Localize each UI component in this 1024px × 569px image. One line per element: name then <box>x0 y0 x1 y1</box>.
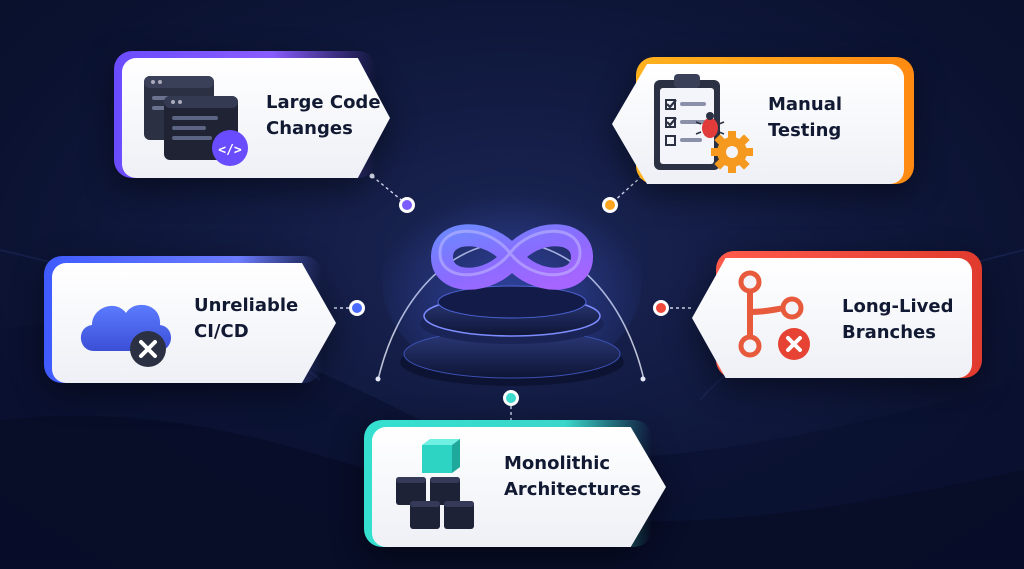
svg-text:</>: </> <box>218 143 242 158</box>
card-monolithic-architectures: Monolithic Architectures <box>364 420 666 547</box>
card-label-line-2: Architectures <box>504 479 642 500</box>
node-dot-mono <box>503 390 519 406</box>
card-label-line-1: Monolithic <box>504 453 611 474</box>
cloud-error-icon <box>80 304 172 367</box>
card-label-line-1: Unreliable <box>194 295 299 316</box>
card-label-line-2: Testing <box>768 120 842 141</box>
card-label-line-1: Manual <box>768 94 843 115</box>
connector-line-manual <box>611 175 643 204</box>
card-label: Monolithic Architectures <box>504 451 641 503</box>
node-dot-unrel <box>349 300 365 316</box>
node-dot-large <box>399 197 415 213</box>
stacked-cubes-icon <box>396 439 474 529</box>
card-label-line-1: Large Code <box>266 92 381 113</box>
card-unreliable-cicd: Unreliable CI/CD <box>44 256 336 383</box>
card-large-code-changes: </> Large Code Changes <box>114 51 390 178</box>
card-manual-testing: Manual Testing <box>612 57 914 184</box>
card-label-line-2: Branches <box>842 322 936 343</box>
card-label-line-2: CI/CD <box>194 321 249 342</box>
devops-infinity-icon <box>382 182 642 386</box>
card-label: Long-Lived Branches <box>842 294 953 346</box>
node-dot-long <box>653 300 669 316</box>
git-branch-error-icon <box>738 270 810 360</box>
code-windows-icon: </> <box>144 76 248 166</box>
node-dot-manual <box>602 197 618 213</box>
card-label: Large Code Changes <box>266 90 381 142</box>
card-face <box>692 258 972 378</box>
card-label-line-2: Changes <box>266 118 353 139</box>
card-label: Unreliable CI/CD <box>194 293 298 345</box>
card-label-line-1: Long-Lived <box>842 296 954 317</box>
card-long-lived-branches: Long-Lived Branches <box>692 251 982 378</box>
card-label: Manual Testing <box>768 92 842 144</box>
connector-line-large <box>371 175 406 204</box>
clipboard-checklist-icon <box>654 74 753 173</box>
